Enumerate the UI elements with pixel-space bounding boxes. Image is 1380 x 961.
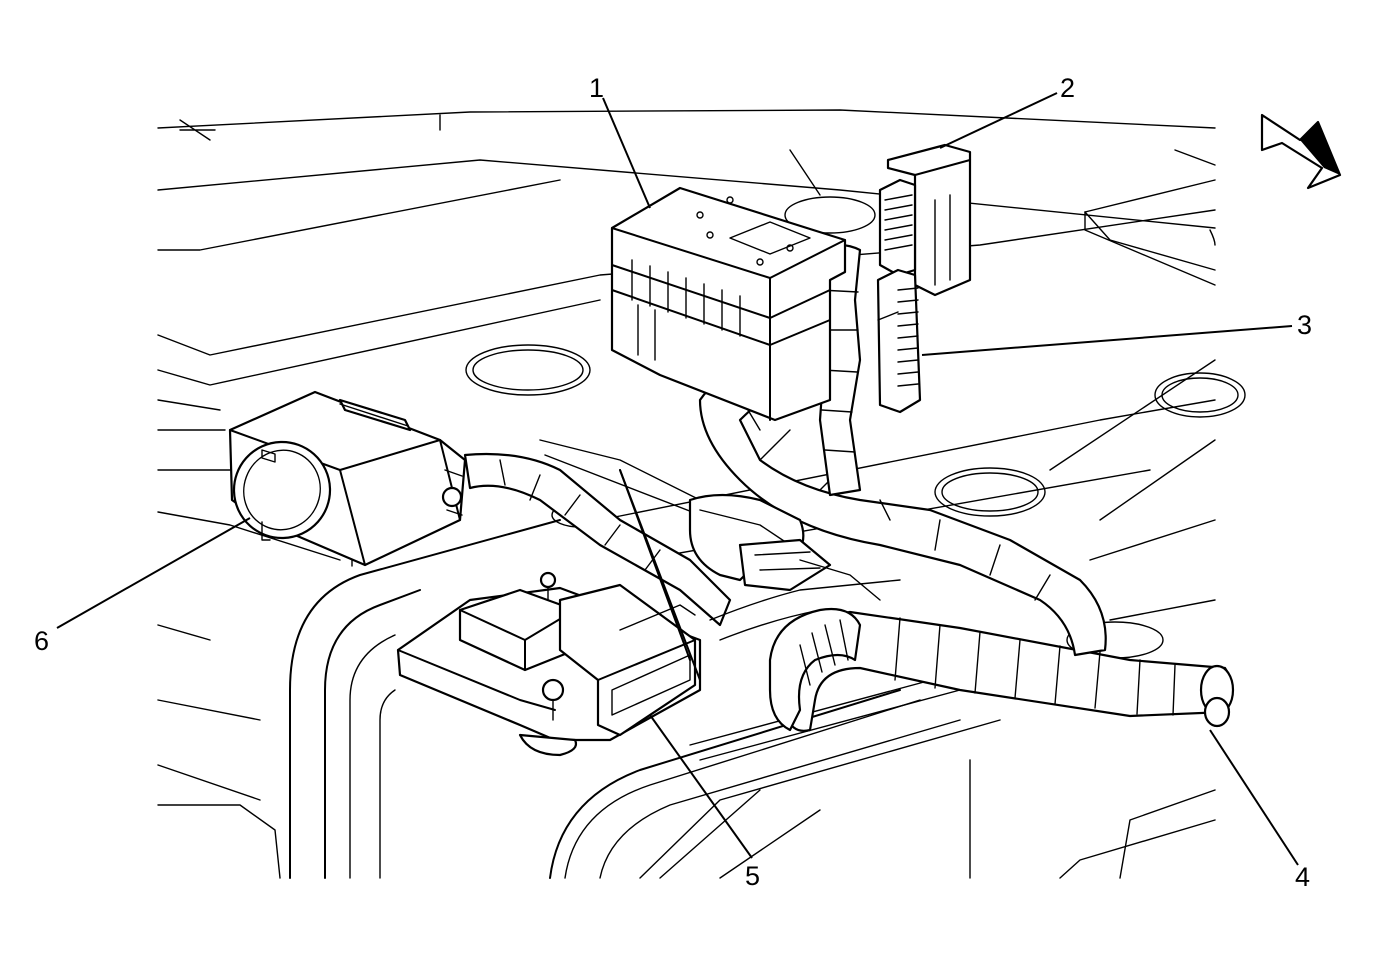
- leader-6: [56, 517, 251, 629]
- connector-block-1: [610, 186, 847, 422]
- callout-3: 3: [1297, 310, 1312, 340]
- callout-labels: 1 2 3 4 5 6: [34, 73, 1312, 892]
- connector-3: [876, 268, 922, 414]
- callout-2: 2: [1060, 73, 1075, 103]
- main-wiring-harness: [463, 243, 1235, 732]
- module-5: [396, 469, 702, 757]
- inline-connector: [688, 493, 881, 601]
- background-panel-lines: [157, 109, 1246, 879]
- connector-2: [878, 143, 972, 297]
- callout-leaders: [56, 92, 1299, 866]
- callout-5: 5: [745, 861, 760, 891]
- leader-4: [1209, 729, 1299, 866]
- callout-4: 4: [1295, 862, 1310, 892]
- leader-2: [939, 92, 1058, 149]
- callout-6: 6: [34, 626, 49, 656]
- leader-1: [602, 97, 651, 209]
- leader-5: [649, 714, 753, 859]
- connector-6: [228, 390, 467, 567]
- front-direction-arrow-icon: [1260, 113, 1342, 190]
- callout-1: 1: [589, 73, 604, 103]
- leader-3: [921, 325, 1293, 356]
